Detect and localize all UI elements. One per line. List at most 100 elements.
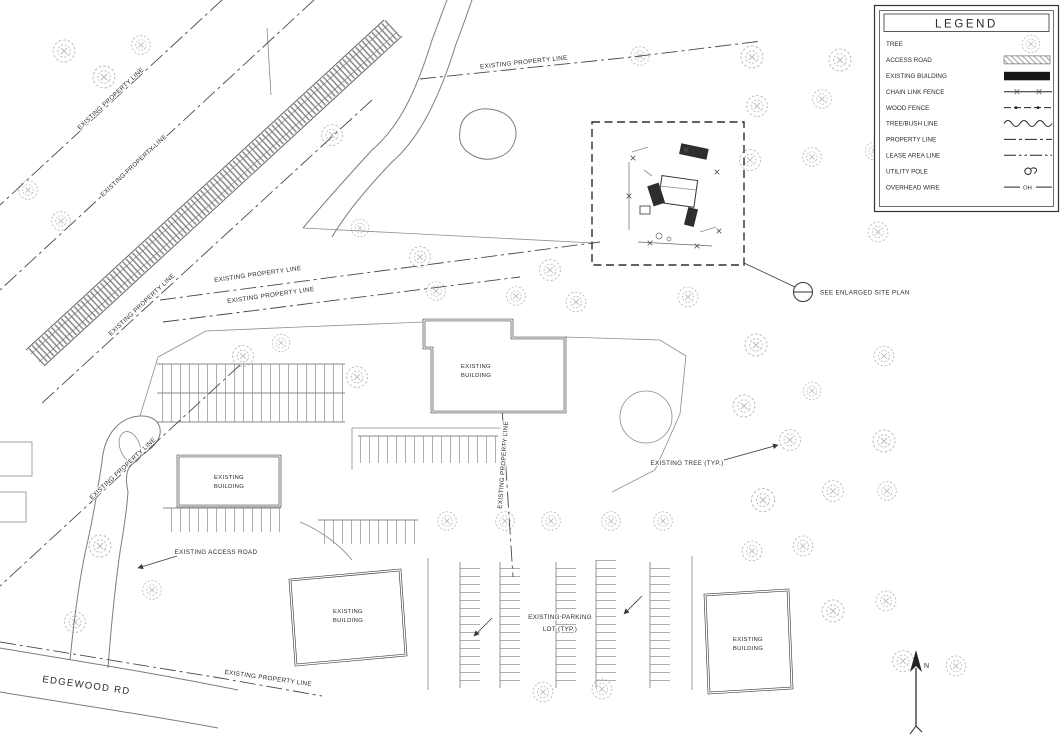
tree-symbol bbox=[541, 511, 561, 531]
enlarged-area-box bbox=[591, 121, 745, 266]
tree-symbol bbox=[875, 590, 897, 612]
building-label: EXISTING bbox=[733, 637, 763, 643]
existing-tree-label: EXISTING TREE (TYP.) bbox=[651, 460, 724, 467]
property-line bbox=[0, 0, 315, 291]
small-building bbox=[639, 205, 651, 215]
north-arrow-head bbox=[910, 650, 922, 672]
legend-item-label: TREE bbox=[886, 41, 903, 48]
landscape-island bbox=[459, 108, 517, 160]
legend-inner-frame bbox=[879, 10, 1054, 207]
existing-building-outline bbox=[0, 441, 33, 477]
tree-symbol bbox=[539, 259, 561, 281]
fence-x-mark bbox=[630, 155, 636, 161]
tree-symbol bbox=[750, 487, 776, 513]
tree-symbol bbox=[409, 246, 431, 268]
legend-item-label: PROPERTY LINE bbox=[886, 137, 936, 144]
parking-layer bbox=[157, 363, 693, 690]
property-line bbox=[39, 99, 373, 406]
small-building bbox=[679, 143, 709, 160]
property-line bbox=[0, 364, 241, 587]
tree-symbol bbox=[872, 429, 896, 453]
edgewood-road-edge bbox=[0, 691, 219, 729]
callout-leader bbox=[743, 262, 796, 288]
access-road-label: EXISTING ACCESS ROAD bbox=[175, 549, 258, 556]
legend-item-label: TREE/BUSH LINE bbox=[886, 121, 938, 128]
fence-x-mark bbox=[716, 228, 722, 234]
north-label: N bbox=[924, 663, 929, 670]
tree-symbol bbox=[779, 429, 801, 451]
utility-pole-symbol bbox=[1024, 167, 1032, 175]
parking-stripes bbox=[157, 364, 345, 393]
small-building bbox=[683, 207, 699, 227]
parking-stripes bbox=[157, 393, 345, 422]
tree-symbol bbox=[88, 534, 112, 558]
parking-stripes bbox=[650, 562, 670, 688]
parking-stripes bbox=[163, 508, 281, 532]
property-line bbox=[162, 276, 521, 323]
tree-symbol bbox=[346, 366, 368, 388]
property-line bbox=[0, 0, 223, 206]
parking-stripes bbox=[596, 560, 616, 688]
tree-symbol bbox=[131, 35, 151, 55]
building-label: BUILDING bbox=[214, 484, 244, 490]
building-label: BUILDING bbox=[333, 618, 363, 624]
tank-circle bbox=[619, 390, 673, 444]
legend-item-label: EXISTING BUILDING bbox=[886, 73, 947, 80]
tree-symbol bbox=[532, 681, 554, 703]
fence-x-mark bbox=[714, 169, 720, 175]
buildings-layer bbox=[0, 318, 794, 695]
tree-bush-line-symbol bbox=[1003, 120, 1053, 127]
tree-symbol bbox=[892, 650, 914, 672]
parking-label: LOT (TYP.) bbox=[543, 626, 577, 633]
railroad-tracks bbox=[25, 19, 403, 367]
road-island bbox=[118, 431, 142, 463]
tree-symbol bbox=[232, 345, 254, 367]
tree-symbol bbox=[92, 65, 116, 89]
parking-stripes bbox=[358, 436, 498, 463]
parking-label: EXISTING PARKING bbox=[528, 614, 592, 621]
tree-symbol bbox=[495, 511, 515, 531]
edgewood-road-edge bbox=[0, 647, 239, 691]
building-label: EXISTING bbox=[461, 364, 491, 370]
property-line bbox=[159, 241, 601, 301]
existing-building-outline bbox=[176, 454, 282, 508]
tree-symbol bbox=[746, 95, 768, 117]
access-road-edge bbox=[69, 461, 103, 661]
legend-title-box bbox=[883, 13, 1050, 32]
small-building bbox=[647, 182, 666, 207]
tree-symbol bbox=[822, 480, 844, 502]
curb-line bbox=[266, 27, 272, 96]
tree-bush-line bbox=[302, 227, 595, 244]
parking-stripes bbox=[460, 562, 480, 688]
property-line-label: EXISTING PROPERTY LINE bbox=[76, 66, 145, 131]
tree-symbol bbox=[601, 511, 621, 531]
tree-symbol bbox=[739, 149, 761, 171]
tree-symbol bbox=[653, 511, 673, 531]
access-road-edge bbox=[107, 491, 129, 669]
property-line-label: EXISTING PROPERTY LINE bbox=[99, 133, 168, 198]
tree-symbol bbox=[18, 180, 38, 200]
traffic-arrow bbox=[473, 617, 493, 637]
access-road-symbol bbox=[1003, 55, 1051, 65]
tree-symbol bbox=[877, 481, 897, 501]
tree-symbol bbox=[744, 333, 768, 357]
property-lines-layer bbox=[0, 0, 763, 697]
existing-building-outline bbox=[422, 318, 567, 414]
tree-symbol bbox=[812, 89, 832, 109]
tree-symbol bbox=[821, 599, 845, 623]
leader-line bbox=[137, 555, 178, 570]
legend-item-label: WOOD FENCE bbox=[886, 105, 929, 112]
building-label: EXISTING bbox=[214, 475, 244, 481]
legend-title: LEGEND bbox=[935, 19, 998, 31]
property-line bbox=[0, 641, 323, 697]
tree-symbol bbox=[732, 394, 756, 418]
tree-symbol bbox=[350, 218, 370, 238]
legend-item-label: UTILITY POLE bbox=[886, 168, 928, 175]
tree-symbol bbox=[741, 540, 763, 562]
parking-stripes bbox=[500, 562, 520, 688]
fence-x-mark bbox=[694, 243, 700, 249]
utility-pole-symbol bbox=[655, 232, 663, 240]
tree-symbol bbox=[740, 45, 764, 69]
roads-layer bbox=[0, 0, 687, 729]
